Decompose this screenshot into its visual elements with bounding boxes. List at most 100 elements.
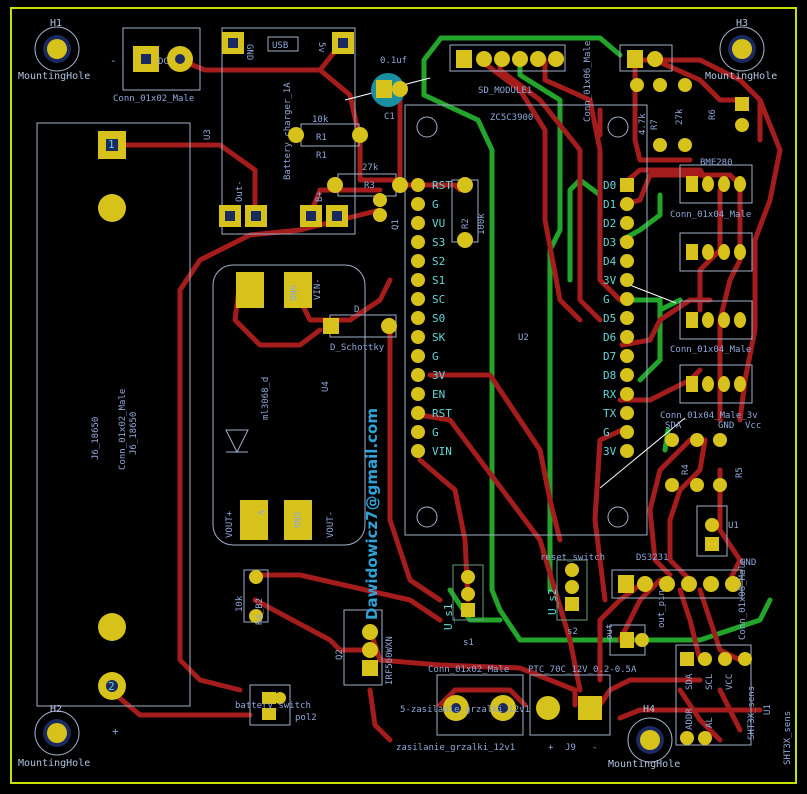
boost-outline xyxy=(212,264,366,546)
out-pin-label: out_pin xyxy=(657,590,667,628)
charger-ref-label: U3 xyxy=(203,129,213,140)
front-copper-layer xyxy=(107,42,783,743)
board-edge xyxy=(10,7,797,784)
wemos-left-pin-label: RST xyxy=(432,407,452,420)
r1-ref2-label: R1 xyxy=(316,151,327,161)
j9-label: J9 xyxy=(565,743,576,753)
charger-name-label: Battery_charger_1A xyxy=(283,82,293,180)
h1-mounting-label: MountingHole xyxy=(18,71,90,82)
boost-vout-plus-label: VOUT+ xyxy=(225,510,235,538)
r3-ref-label: R3 xyxy=(364,181,375,191)
wemos-right-pin-label: D0 xyxy=(603,179,616,192)
battery-pin1-label: 1 xyxy=(108,138,115,151)
wemos-right-pin xyxy=(620,273,634,287)
wemos-left-pin-label: G xyxy=(432,426,439,439)
reset-switch-label: reset_switch xyxy=(540,553,605,563)
u1-small-label: U1 xyxy=(728,521,739,531)
heater-value-label: Conn_01x02_Male xyxy=(428,665,509,675)
wemos-right-pin-label: D4 xyxy=(603,255,617,268)
u1-small-outline xyxy=(696,505,728,557)
bme-gnd-label: GND xyxy=(718,421,734,431)
r4b2-value-label: 10k xyxy=(235,595,245,612)
bme-pin xyxy=(718,176,730,192)
wemos-right-pin-label: D2 xyxy=(603,217,616,230)
wemos-right-pin xyxy=(620,406,634,420)
sht-al-label: AL xyxy=(705,717,715,728)
h3-label: H3 xyxy=(736,18,748,29)
wemos-left-pin xyxy=(411,387,425,401)
r1-ref-label: R1 xyxy=(316,133,327,143)
r6-ref-label: R6 xyxy=(708,109,718,120)
wemos-right-pin-label: D1 xyxy=(603,198,616,211)
sht-outline xyxy=(675,644,752,746)
wemos-left-pin xyxy=(411,216,425,230)
pol2-label: pol2 xyxy=(295,713,317,723)
usb-box xyxy=(267,36,299,52)
wemos-left-pin-label: S2 xyxy=(432,255,445,268)
wemos-ref-label: U2 xyxy=(518,333,529,343)
bme-pin xyxy=(734,244,746,260)
boost-gnd-label: GND xyxy=(287,285,297,301)
wemos-outline xyxy=(404,104,648,536)
wemos-left-pin xyxy=(411,197,425,211)
h4-label: H4 xyxy=(643,704,655,715)
wemos-right-pin xyxy=(620,178,634,192)
wemos-left-pin xyxy=(411,292,425,306)
bme-value2-label: Conn_01x04_Male xyxy=(670,345,751,355)
wemos-right-pin xyxy=(620,292,634,306)
bme-pin xyxy=(702,244,714,260)
bme-conn1-outline xyxy=(679,164,753,204)
j9-minus-label: - xyxy=(592,743,597,753)
boost-out-gnd-label: GND xyxy=(291,512,301,528)
sht-addr-label: ADDR xyxy=(685,708,695,730)
wemos-right-pin-label: G xyxy=(603,293,610,306)
wemos-left-pin-label: 3V xyxy=(432,369,446,382)
bme-pin xyxy=(734,176,746,192)
balance-outline xyxy=(249,684,291,726)
battery-value-label: Conn_01x02_Male xyxy=(118,389,128,470)
h1-label: H1 xyxy=(50,18,62,29)
s1-label: s1 xyxy=(463,638,474,648)
wemos-right-pin xyxy=(620,349,634,363)
irf-mosfet: IRF560WXN Q2 xyxy=(335,624,395,685)
bme-pin xyxy=(686,176,698,192)
battery-value2-label: J6_18650 xyxy=(129,412,139,455)
battery-pin2-label: 2 xyxy=(108,680,115,693)
wemos-right-pin xyxy=(620,216,634,230)
wemos-left-pin xyxy=(411,254,425,268)
wemos-right-pin xyxy=(620,330,634,344)
bme-pin xyxy=(686,244,698,260)
boost-vin-minus-label: VIN- xyxy=(313,278,323,300)
wemos-right-pin xyxy=(620,425,634,439)
wemos-right-pin-label: D7 xyxy=(603,350,616,363)
wemos-right-pin-label: 3V xyxy=(603,274,617,287)
wemos-name-label: ZC5C3900 xyxy=(490,113,533,123)
wemos-left-pin-label: VIN xyxy=(432,445,452,458)
rtc-gnd-label: GND xyxy=(740,558,756,568)
resistor-r7-group: R7 27k 4.7k R6 xyxy=(630,78,749,152)
schottky-ref-label: D xyxy=(354,305,359,315)
bme-pin xyxy=(718,312,730,328)
charger-out-minus-label: Out- xyxy=(235,180,245,202)
r3-value-label: 27k xyxy=(362,163,379,173)
wemos-left-pin xyxy=(411,311,425,325)
wemos-left-pin-label: SC xyxy=(432,293,445,306)
battery-ref-label: J6_18650 xyxy=(91,417,101,460)
mounting-hole-h4: H4 MountingHole xyxy=(608,704,680,770)
sd-ref-label: SD_MODULE1 xyxy=(478,86,532,96)
conn5-outline xyxy=(619,44,673,72)
charger-usb-label: USB xyxy=(272,41,288,51)
boost-module: GND VIN- U4 ml3068_d V GND VOUT+ VOUT- xyxy=(225,272,336,540)
bme-pin xyxy=(734,376,746,392)
wemos-right-pin xyxy=(620,235,634,249)
out-pin: out_pin out xyxy=(605,590,667,648)
wemos-right-pin-label: D8 xyxy=(603,369,616,382)
r7-value-label: 27k xyxy=(675,108,685,125)
sht-ref-label: SHT3X_sens xyxy=(747,686,757,740)
r2-value-label: 100k xyxy=(477,213,487,235)
r1-outline xyxy=(300,123,360,147)
wemos-left-pin-label: SK xyxy=(432,331,446,344)
switch-s1-outline xyxy=(452,564,484,621)
